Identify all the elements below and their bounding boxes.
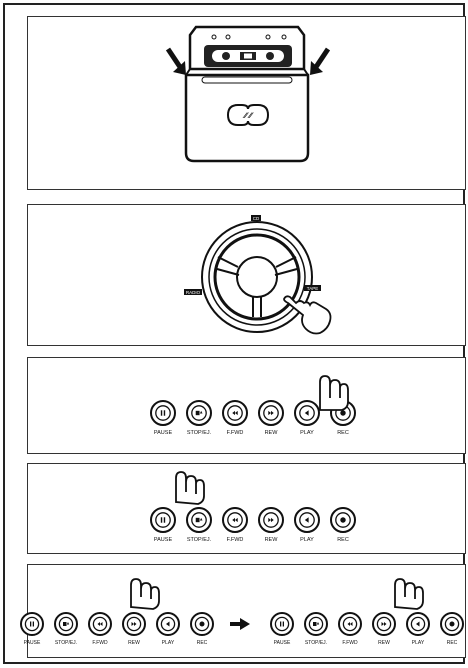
play-button[interactable]: PLAY [156, 612, 180, 646]
button-label: F.FWD [227, 537, 244, 543]
selector-label-tape: TAPE [307, 286, 318, 291]
record-icon [340, 517, 346, 523]
button-label: REC [337, 430, 349, 436]
button-label: REC [447, 640, 458, 646]
pause-icon [30, 621, 34, 627]
deck-buttons-rec: PAUSE STOP/EJ. F.FWD REW PLAY REC [150, 375, 356, 436]
hand-pointer-icon [319, 375, 349, 411]
tape-deck-icon: ∕∕ ∕∕ [184, 68, 310, 163]
panel-press-stop: PAUSE STOP/EJ. F.FWD REW PLAY REC [27, 463, 466, 554]
stop-eject-button[interactable]: STOP/EJ. [54, 612, 78, 646]
button-label: PLAY [300, 537, 314, 543]
hand-pointer-icon [175, 471, 205, 505]
deck-buttons-sequence: PAUSE STOP/EJ. F.FWD REW PLAY REC PAUSE STOP/E… [20, 578, 464, 646]
panel-insert-cassette: ∕∕ ∕∕ [27, 16, 466, 190]
fast-forward-icon [347, 622, 353, 626]
stop-eject-icon [195, 517, 203, 523]
button-label: STOP/EJ. [305, 640, 327, 646]
pause-button[interactable]: PAUSE [150, 507, 176, 543]
stop-eject-button[interactable]: STOP/EJ. [304, 612, 328, 646]
fast-forward-button[interactable]: F.FWD [222, 400, 248, 436]
pause-button[interactable]: PAUSE [270, 612, 294, 646]
play-button[interactable]: PLAY [294, 507, 320, 543]
rewind-button[interactable]: REW [372, 612, 396, 646]
fast-forward-button[interactable]: F.FWD [222, 507, 248, 543]
button-label: PLAY [412, 640, 425, 646]
rewind-icon [268, 517, 274, 523]
insert-arrow-icon [165, 47, 331, 75]
button-label: PAUSE [274, 640, 291, 646]
rec-button[interactable]: REC [440, 612, 464, 646]
rewind-button[interactable]: REW [122, 612, 146, 646]
pause-icon [160, 517, 166, 523]
record-icon [449, 621, 455, 627]
button-label: REW [128, 640, 140, 646]
record-icon [199, 621, 205, 627]
cassette-window-symbols: ∕∕ ∕∕ [242, 111, 254, 120]
play-button[interactable]: PLAY [294, 400, 320, 436]
fast-forward-icon [232, 517, 238, 523]
stop-eject-button[interactable]: STOP/EJ. [186, 507, 212, 543]
fast-forward-icon [97, 622, 103, 626]
panel-press-rec: PAUSE STOP/EJ. F.FWD REW PLAY REC [27, 357, 466, 454]
selector-label-cd: CD [253, 216, 260, 221]
button-label: STOP/EJ. [187, 537, 212, 543]
button-label: F.FWD [92, 640, 108, 646]
cassette-illustration: ∕∕ ∕∕ [165, 25, 331, 163]
pause-icon [280, 621, 284, 627]
stop-eject-icon [63, 622, 70, 626]
selector-illustration: CD RADIO TAPE [184, 215, 332, 335]
cd-label-box [251, 215, 261, 221]
rewind-icon [268, 410, 274, 416]
button-label: PLAY [300, 430, 314, 436]
button-label: REW [265, 537, 279, 543]
button-label: F.FWD [342, 640, 358, 646]
pause-button[interactable]: PAUSE [20, 612, 44, 646]
button-label: REC [337, 537, 349, 543]
record-icon [340, 410, 346, 416]
panel-press-rew-play: PAUSE STOP/EJ. F.FWD REW PLAY REC PAUSE STOP/E… [20, 564, 466, 658]
pause-icon [160, 410, 166, 416]
fast-forward-button[interactable]: F.FWD [338, 612, 362, 646]
function-knob[interactable] [201, 221, 313, 333]
fast-forward-icon [232, 410, 238, 416]
button-label: REW [265, 430, 279, 436]
play-icon [166, 621, 170, 627]
button-label: STOP/EJ. [187, 430, 212, 436]
button-label: PAUSE [154, 430, 173, 436]
rewind-button[interactable]: REW [258, 507, 284, 543]
rewind-button[interactable]: REW [258, 400, 284, 436]
stop-eject-icon [195, 410, 203, 416]
button-label: REC [197, 640, 208, 646]
button-label: PAUSE [24, 640, 41, 646]
pause-button[interactable]: PAUSE [150, 400, 176, 436]
stop-eject-icon [313, 622, 320, 626]
fast-forward-button[interactable]: F.FWD [88, 612, 112, 646]
button-label: PAUSE [154, 537, 173, 543]
cassette-icon [188, 25, 306, 71]
button-label: F.FWD [227, 430, 244, 436]
arrow-right-icon [230, 618, 250, 630]
hand-pointer-icon [394, 578, 424, 610]
deck-buttons-stop: PAUSE STOP/EJ. F.FWD REW PLAY REC [150, 471, 356, 543]
button-label: STOP/EJ. [55, 640, 77, 646]
play-button[interactable]: PLAY [406, 612, 430, 646]
selector-label-radio: RADIO [186, 290, 201, 295]
button-label: PLAY [162, 640, 175, 646]
rec-button[interactable]: REC [330, 507, 356, 543]
rewind-icon [131, 622, 137, 626]
play-icon [416, 621, 420, 627]
hand-pointer-icon [130, 578, 160, 610]
play-icon [304, 410, 309, 416]
play-icon [304, 517, 309, 523]
rewind-icon [381, 622, 387, 626]
stop-eject-button[interactable]: STOP/EJ. [186, 400, 212, 436]
rec-button[interactable]: REC [190, 612, 214, 646]
hand-pointer-icon [283, 295, 332, 335]
button-label: REW [378, 640, 390, 646]
panel-function-selector: CD RADIO TAPE [27, 204, 466, 346]
